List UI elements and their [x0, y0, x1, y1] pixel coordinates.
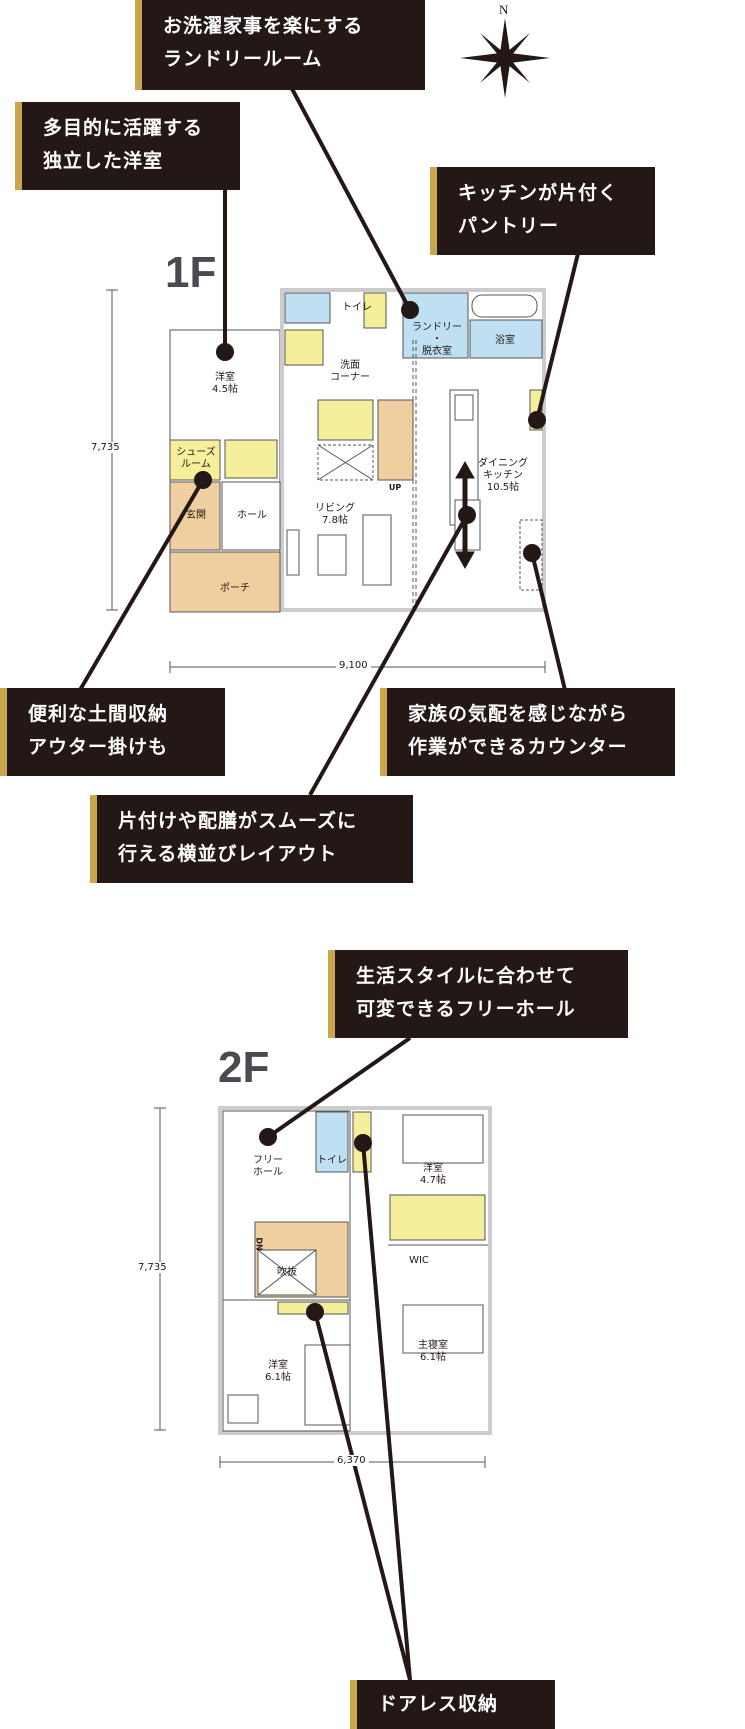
stairs-down: DN: [254, 1237, 264, 1251]
leader-lines: [78, 84, 587, 1681]
room-wic: WIC: [409, 1255, 429, 1266]
compass-icon: [460, 18, 550, 98]
callout-doma: 便利な土間収納 アウター掛けも: [0, 688, 225, 776]
floor1-width-dim: 9,100: [336, 660, 371, 671]
room-free-hall: フリーホール: [253, 1155, 283, 1178]
callout-line: アウター掛けも: [28, 736, 169, 758]
callout-free-hall: 生活スタイルに合わせて 可変できるフリーホール: [328, 950, 628, 1038]
callout-doorless: ドアレス収納: [350, 1680, 555, 1729]
callout-line: お洗濯家事を楽にする: [163, 15, 364, 37]
callout-line: 行える横並びレイアウト: [118, 843, 338, 865]
room-laundry: ランドリー・脱衣室: [412, 322, 462, 357]
callout-line: 独立した洋室: [43, 150, 164, 172]
callout-layout: 片付けや配膳がスムーズに 行える横並びレイアウト: [90, 795, 413, 883]
floor2-plan: [218, 1106, 492, 1435]
callout-line: パントリー: [458, 215, 559, 237]
callout-line: 便利な土間収納: [28, 703, 169, 725]
floor1-height-dim: 7,735: [88, 442, 123, 453]
room-shoes: シューズルーム: [176, 447, 216, 470]
floor1-plan: [169, 288, 546, 613]
callout-counter: 家族の気配を感じながら 作業ができるカウンター: [380, 688, 675, 776]
callout-western-room: 多目的に活躍する 独立した洋室: [15, 102, 240, 190]
room-bath: 浴室: [495, 335, 515, 346]
room-toilet: トイレ: [342, 302, 372, 313]
room-entrance: 玄関: [186, 510, 206, 521]
callout-line: 作業ができるカウンター: [408, 736, 628, 758]
callout-pantry: キッチンが片付く パントリー: [430, 167, 655, 255]
callout-line: 多目的に活躍する: [43, 117, 204, 139]
callout-line: キッチンが片付く: [458, 182, 619, 204]
callout-line: 片付けや配膳がスムーズに: [118, 810, 358, 832]
room-toilet-2f: トイレ: [317, 1155, 347, 1166]
callout-line: 家族の気配を感じながら: [408, 703, 629, 725]
floor2-label: 2F: [218, 1043, 270, 1092]
callout-line: 生活スタイルに合わせて: [356, 965, 577, 987]
callout-line: ドアレス収納: [378, 1693, 499, 1715]
room-porch: ポーチ: [220, 583, 250, 594]
room-hall: ホール: [237, 510, 267, 521]
north-label: N: [499, 2, 509, 17]
floor2-width-dim: 6,370: [334, 1455, 369, 1466]
room-washroom: 洗面コーナー: [330, 360, 370, 383]
room-void: 吹抜: [277, 1267, 297, 1278]
floor1-label: 1F: [165, 248, 217, 297]
callout-line: 可変できるフリーホール: [356, 998, 576, 1020]
counter-arrow-icon: [455, 460, 475, 570]
stairs-up: UP: [388, 483, 402, 492]
callout-line: ランドリールーム: [163, 48, 323, 70]
callout-laundry: お洗濯家事を楽にする ランドリールーム: [135, 0, 425, 90]
floor2-height-dim: 7,735: [135, 1262, 170, 1273]
